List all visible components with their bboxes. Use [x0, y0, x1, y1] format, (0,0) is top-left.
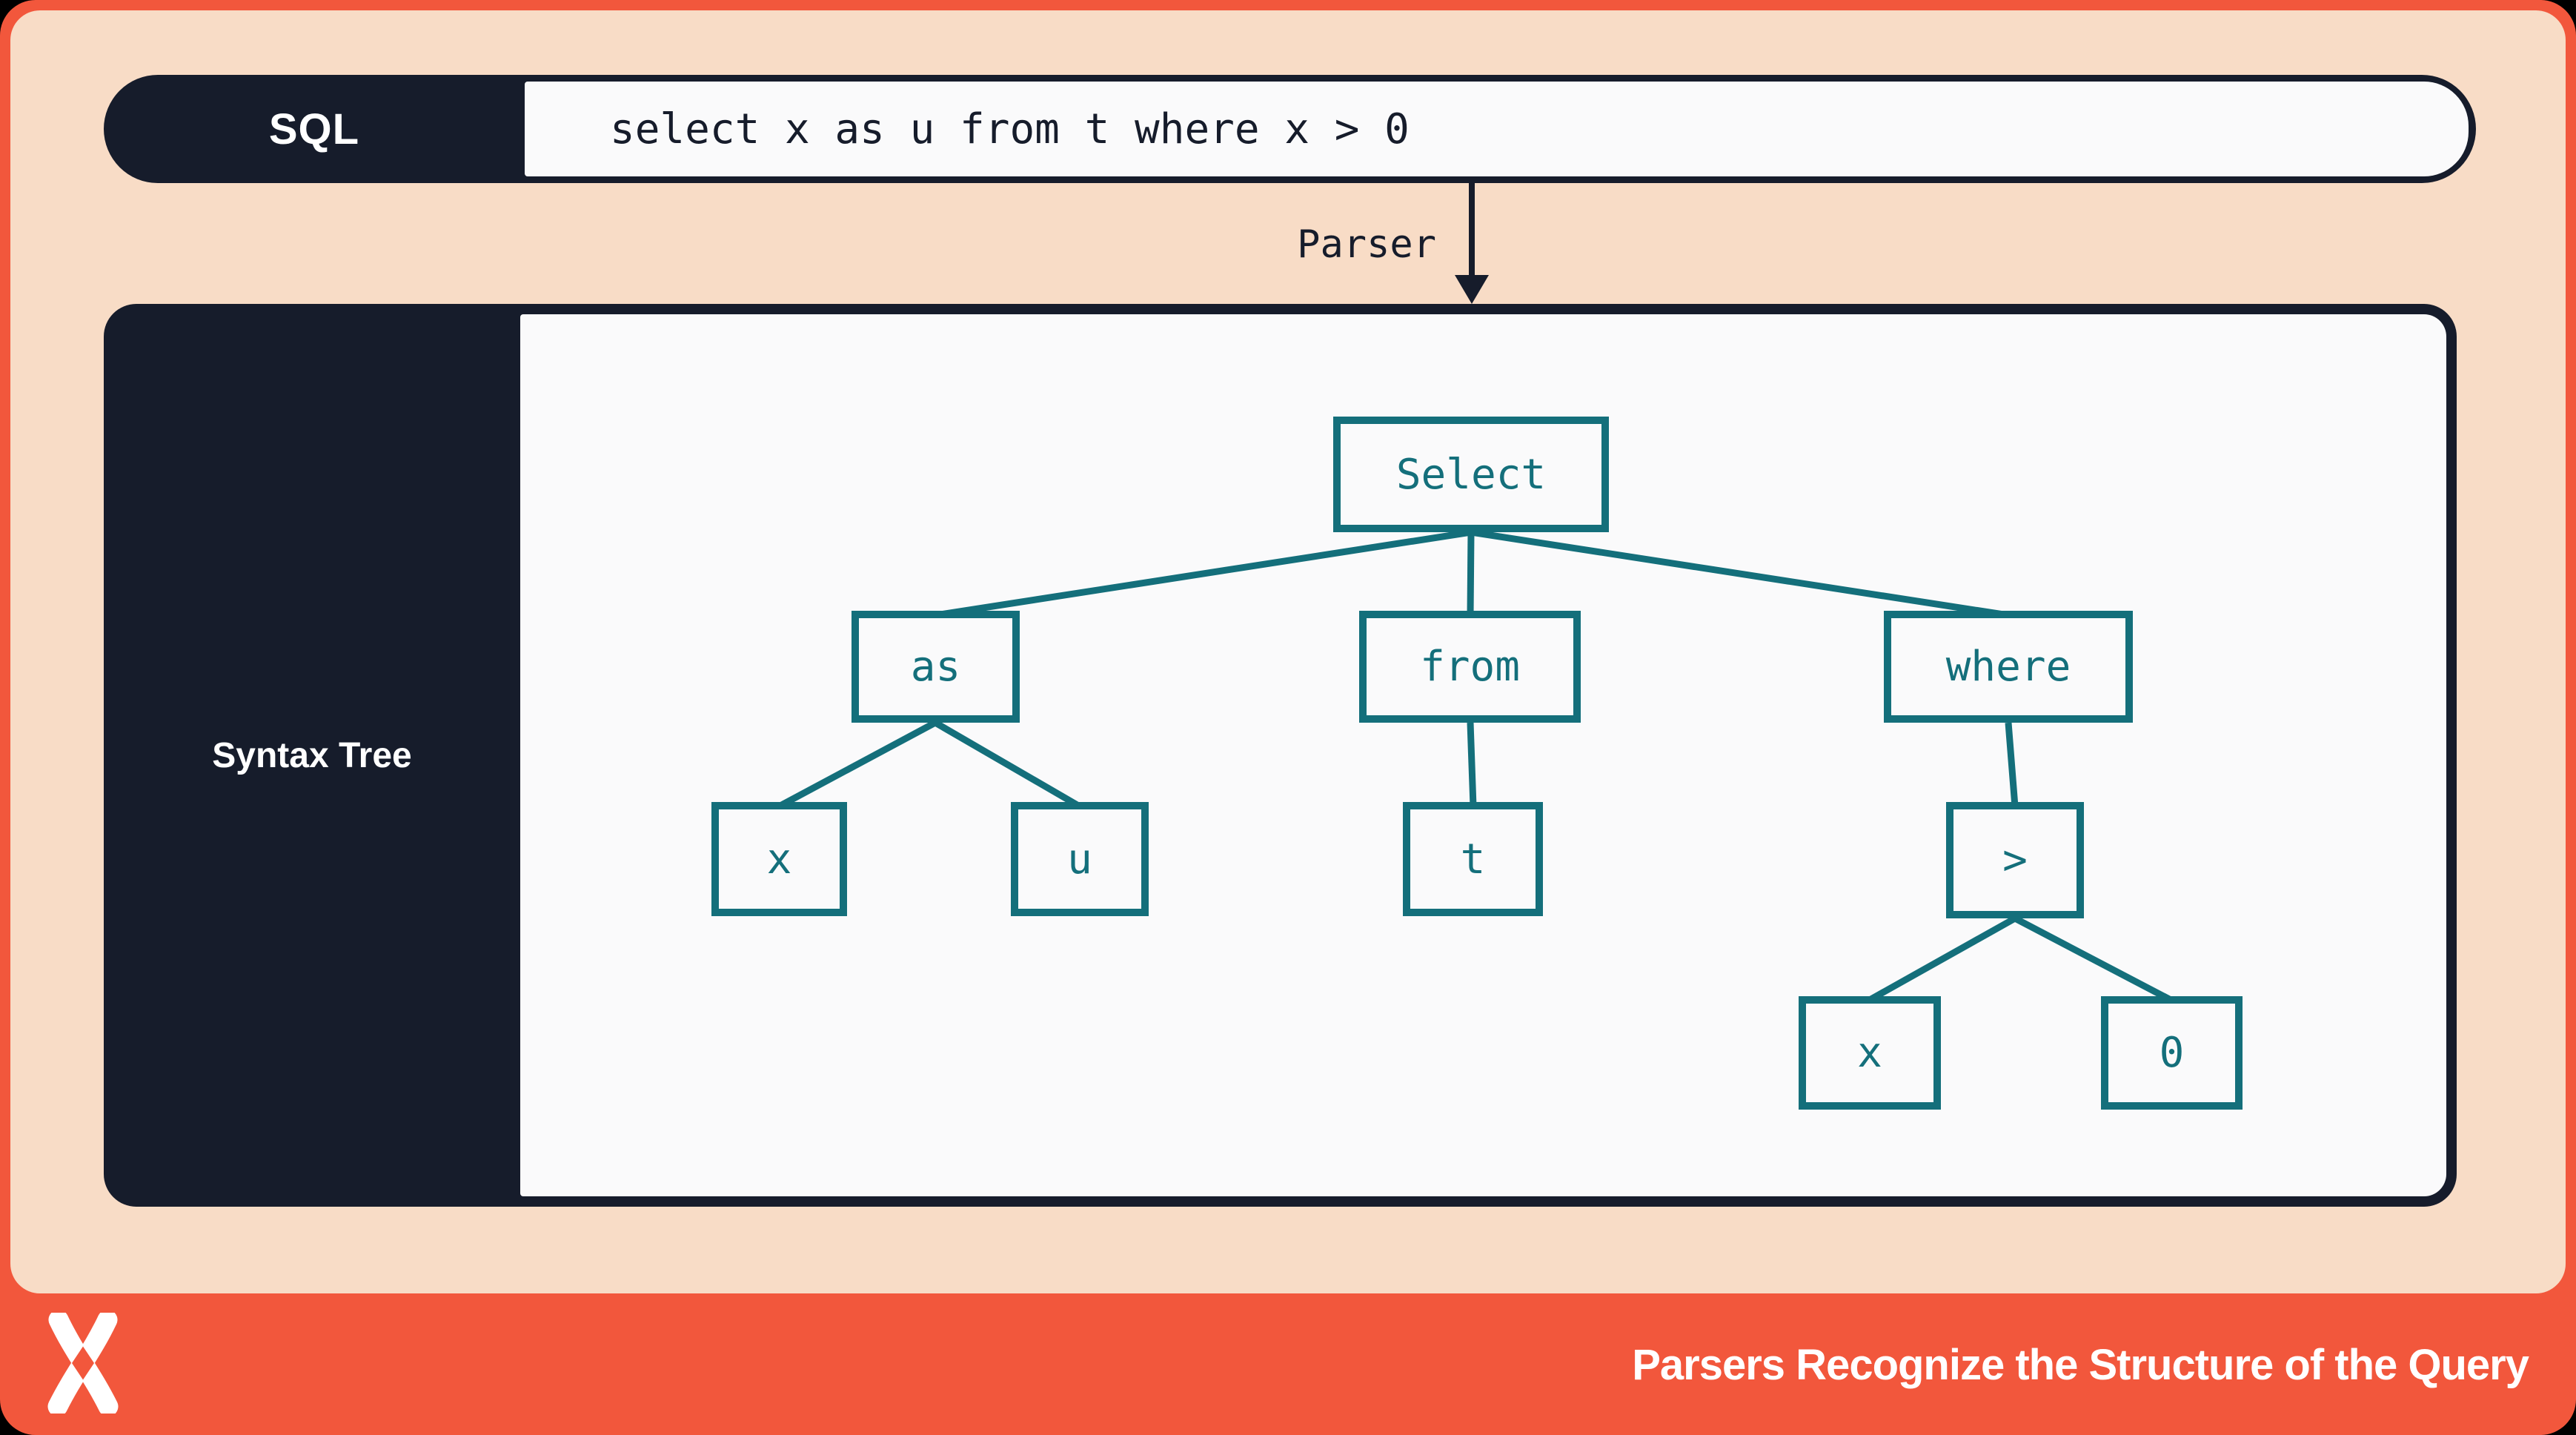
tree-node-t: t	[1403, 802, 1543, 916]
parser-label: Parser	[1297, 222, 1436, 267]
sql-bar: SQL select x as u from t where x > 0	[104, 75, 2476, 183]
slide-title: Parsers Recognize the Structure of the Q…	[1632, 1340, 2529, 1389]
tree-node-x-alias-source: x	[711, 802, 847, 916]
parser-arrow-line	[1469, 183, 1475, 281]
tree-node-u: u	[1011, 802, 1149, 916]
tree-node-select: Select	[1333, 417, 1609, 532]
tree-node-x-operand: x	[1799, 996, 1941, 1110]
tree-node-from: from	[1359, 611, 1581, 723]
sql-bar-label: SQL	[268, 105, 360, 153]
x-diamond-logo-icon	[47, 1313, 119, 1414]
tree-node-greater-than: >	[1946, 802, 2084, 918]
sql-query-text: select x as u from t where x > 0	[525, 82, 2469, 176]
tree-node-where: where	[1884, 611, 2133, 723]
syntax-tree-panel-label: Syntax Tree	[212, 735, 412, 775]
tree-node-zero: 0	[2101, 996, 2243, 1110]
tree-node-as: as	[852, 611, 1020, 723]
parser-arrowhead-icon	[1455, 275, 1489, 304]
